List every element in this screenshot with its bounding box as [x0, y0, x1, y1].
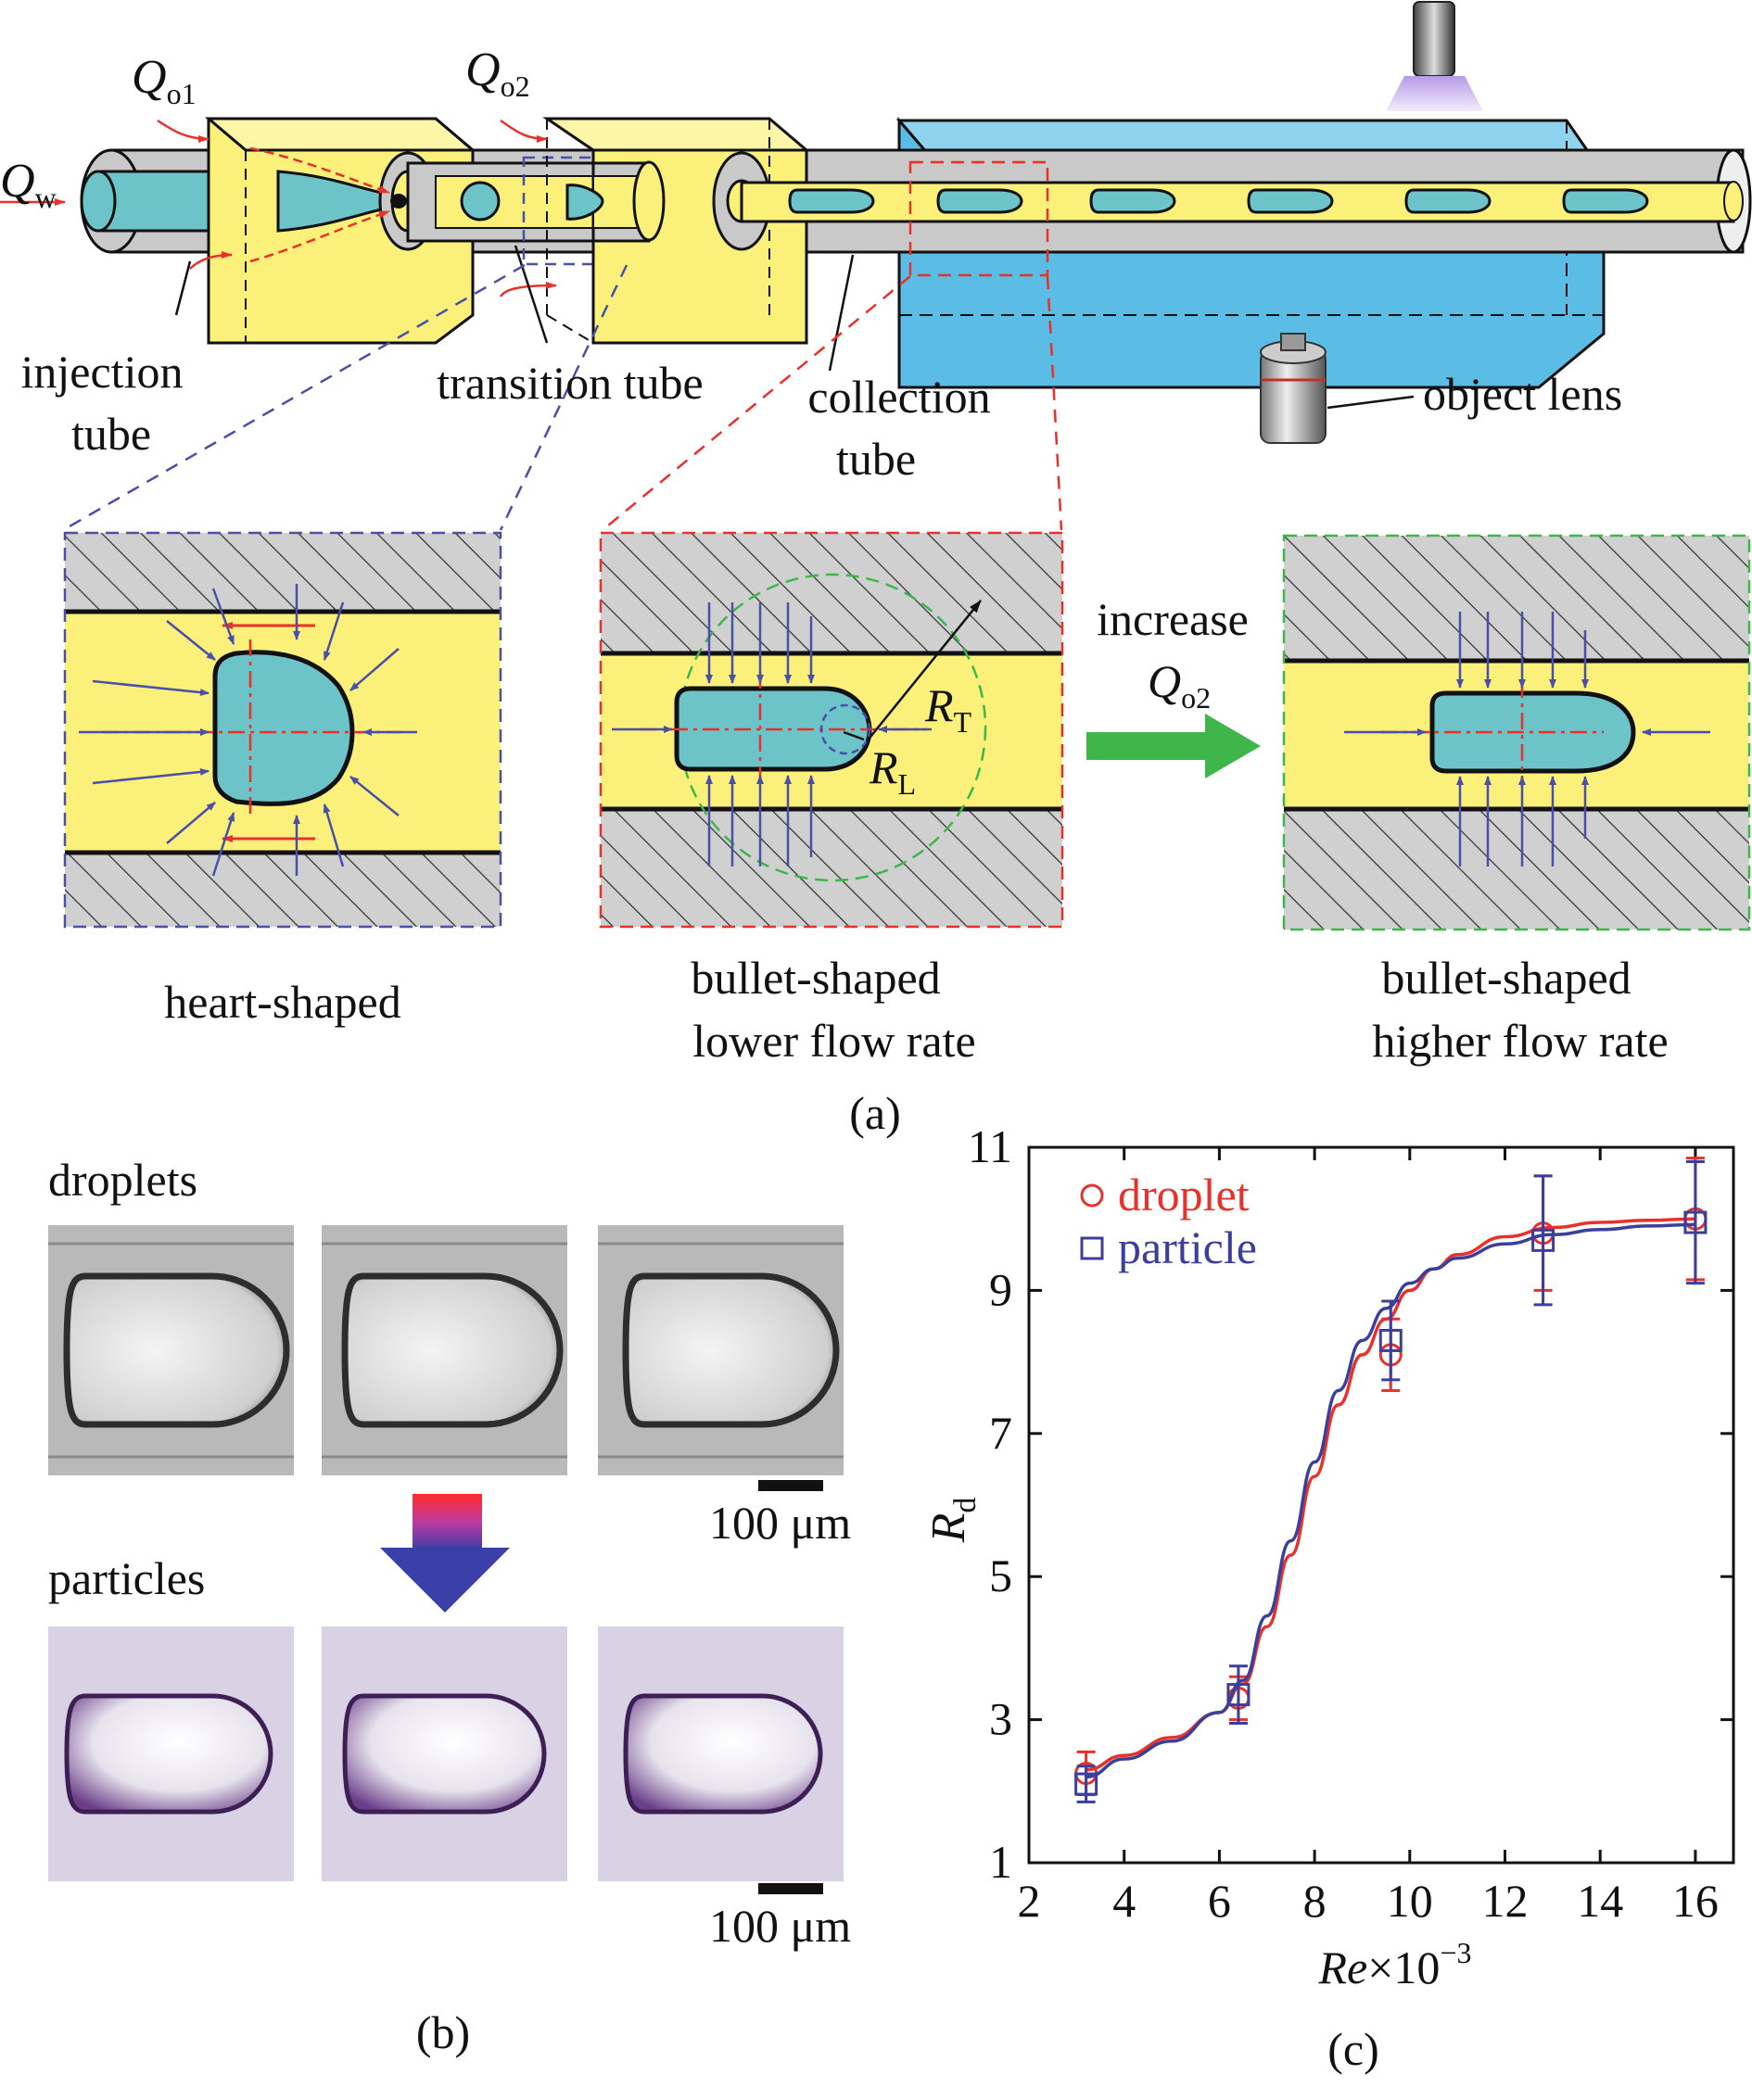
leader-lines: [174, 245, 855, 372]
legend-particle-label: particle: [1118, 1221, 1257, 1273]
y-tick-label: 1: [989, 1836, 1012, 1888]
force-arrow: [323, 601, 345, 661]
increase-arrow: [1086, 714, 1261, 778]
inset-bullet-low: [599, 531, 1064, 929]
rt-label: RT: [924, 679, 972, 739]
oil-flow-arrows: [0, 119, 557, 297]
particle-photo: [322, 1626, 567, 1881]
particle-photo: [48, 1626, 294, 1881]
chart-legend: droplet particle: [1080, 1169, 1257, 1273]
x-axis-label: Re×10−3: [1318, 1936, 1472, 1993]
collection-droplet: [1404, 188, 1492, 214]
bullet-low-caption-2: lower flow rate: [692, 1015, 975, 1067]
scale-bar-1: [758, 1480, 823, 1491]
x-tick-label: 16: [1672, 1875, 1719, 1927]
down-arrow-icon: [380, 1494, 510, 1613]
scale-label-1: 100 μm: [709, 1497, 851, 1549]
collection-droplet: [936, 188, 1023, 214]
junction-cube-2: [542, 117, 811, 345]
injection-label-1: injection: [21, 346, 184, 398]
x-tick-label: 4: [1112, 1875, 1136, 1927]
inset-heart: [63, 531, 502, 929]
force-arrow: [166, 802, 216, 844]
panel-a-label: (a): [849, 1087, 901, 1139]
bullet-high-caption-1: bullet-shaped: [1381, 952, 1631, 1004]
heart-caption: heart-shaped: [164, 976, 400, 1028]
x-tick-label: 10: [1387, 1875, 1433, 1927]
force-arrow: [211, 588, 235, 645]
y-tick-label: 9: [989, 1263, 1012, 1315]
collection-droplets: [788, 188, 1649, 214]
collection-droplet: [1562, 188, 1649, 214]
y-tick-label: 11: [968, 1120, 1012, 1172]
force-arrow: [166, 620, 216, 661]
qw-label: Qw: [0, 155, 57, 214]
droplet-photos: [48, 1225, 844, 1475]
force-arrow: [349, 648, 400, 691]
data-point-particle: [1074, 1772, 1098, 1796]
droplet-photo: [598, 1225, 844, 1475]
bullet-low-caption-1: bullet-shaped: [691, 952, 940, 1004]
collection-droplet: [1089, 188, 1176, 214]
fit-curve-particle: [1085, 1222, 1695, 1779]
collection-label-2: tube: [836, 433, 916, 485]
x-tick-label: 14: [1577, 1875, 1623, 1927]
object-lens-icon: [1260, 333, 1327, 444]
transition-label: transition tube: [437, 357, 703, 409]
force-arrow: [323, 803, 345, 867]
camera-icon: [1386, 1, 1483, 111]
force-arrow: [211, 812, 235, 877]
rl-label: RL: [869, 741, 916, 801]
data-point-particle: [1226, 1683, 1251, 1707]
y-tick-label: 5: [989, 1550, 1012, 1601]
droplets-label: droplets: [48, 1154, 197, 1206]
collection-droplet: [1247, 188, 1334, 214]
qo2-label: Qo2: [465, 44, 530, 103]
force-arrow: [349, 776, 400, 816]
device-schematic: [0, 1, 1752, 532]
y-tick-label: 7: [989, 1407, 1012, 1459]
bullet-high-caption-2: higher flow rate: [1372, 1015, 1668, 1067]
scale-bar-2: [758, 1883, 823, 1894]
collection-droplet: [788, 188, 875, 214]
data-point-particle: [1378, 1328, 1403, 1352]
lens-leader: [1327, 395, 1415, 410]
droplet-photo: [48, 1225, 294, 1475]
zoom-box-red: [908, 160, 1049, 277]
legend-droplet-label: droplet: [1118, 1169, 1250, 1221]
increase-label: increase: [1097, 593, 1249, 645]
object-lens-label: object lens: [1423, 368, 1622, 420]
panel-b-label: (b): [416, 2006, 470, 2058]
increase-q-label: Qo2: [1148, 655, 1211, 715]
y-tick-label: 3: [989, 1693, 1012, 1745]
data-point-particle: [1531, 1228, 1555, 1252]
rd-chart: 2 4 6 8 10 12 14 16 1 3 5 7 9 11 droplet particle: [968, 1120, 1735, 1927]
particles-label: particles: [48, 1552, 205, 1604]
particle-photos: [48, 1626, 844, 1881]
force-arrow: [92, 767, 209, 785]
panel-c-label: (c): [1327, 2023, 1379, 2075]
chart-frame: [1027, 1145, 1735, 1865]
droplet-photo: [322, 1225, 567, 1475]
x-tick-label: 12: [1482, 1875, 1529, 1927]
y-axis-label: Rd: [922, 1498, 983, 1544]
x-tick-label: 8: [1303, 1875, 1327, 1927]
qo1-label: Qo1: [132, 51, 197, 110]
particle-photo: [598, 1626, 844, 1881]
legend-droplet-marker: [1080, 1183, 1104, 1208]
x-tick-label: 2: [1018, 1875, 1041, 1927]
x-tick-label: 6: [1208, 1875, 1231, 1927]
data-point-particle: [1683, 1210, 1708, 1234]
scale-label-2: 100 μm: [709, 1900, 851, 1952]
inset-bullet-high: [1282, 534, 1751, 931]
zoom-connectors: [62, 263, 1063, 532]
force-arrow: [92, 679, 209, 697]
legend-particle-marker: [1080, 1236, 1104, 1260]
injection-label-2: tube: [71, 408, 151, 460]
collection-label-1: collection: [807, 371, 990, 423]
